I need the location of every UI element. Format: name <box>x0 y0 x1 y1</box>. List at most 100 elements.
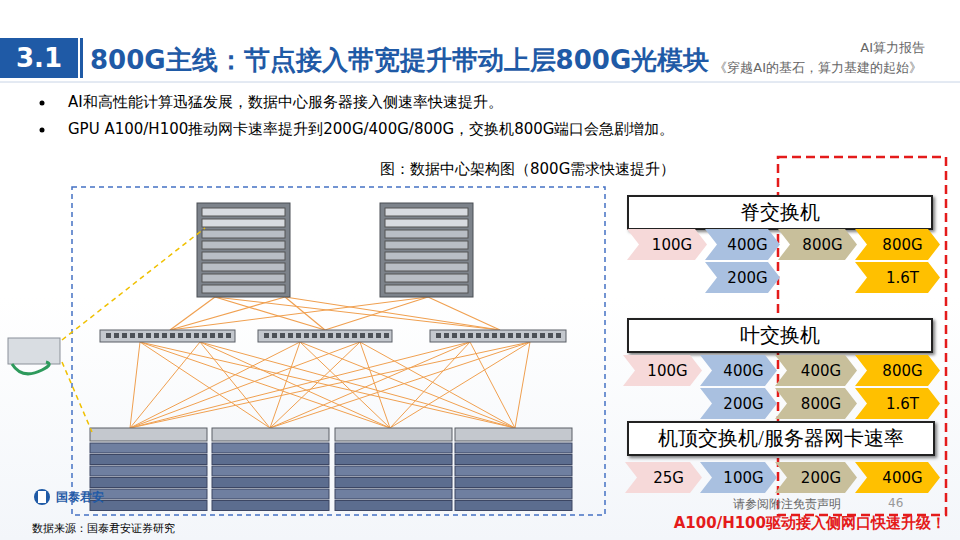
server-unit <box>212 501 329 511</box>
switch-port <box>264 333 269 338</box>
node-text: 200G <box>801 469 841 487</box>
switch-port <box>352 333 357 338</box>
chassis-slot <box>385 285 468 293</box>
link-line <box>300 342 390 428</box>
link-line <box>130 342 360 428</box>
switch-port <box>476 333 481 338</box>
switch-port <box>368 333 373 338</box>
rate-chevron: 400G <box>855 462 940 493</box>
rate-chevron: 100G <box>700 462 777 493</box>
server-unit <box>90 443 207 453</box>
node-text: 叶交换机 <box>740 322 820 349</box>
switch-port <box>226 333 231 338</box>
chassis-slot <box>202 274 285 282</box>
switch-port <box>186 333 191 338</box>
node-text: 800G <box>882 362 922 380</box>
switch-port <box>492 333 497 338</box>
node-text: 200G <box>727 269 767 287</box>
switch-port <box>178 333 183 338</box>
node-text: 800G <box>882 236 922 254</box>
server-unit <box>455 466 572 476</box>
server-unit <box>335 478 452 488</box>
logo-text: 国泰君安 <box>56 489 104 506</box>
chevron-fill <box>775 462 857 493</box>
chevron-fill <box>623 355 702 386</box>
switch-port <box>138 333 143 338</box>
rate-chevron: 100G <box>627 229 707 260</box>
switch-port <box>288 333 293 338</box>
rate-chevron: 1.6T <box>855 262 940 293</box>
section-number: 3.1 <box>0 38 78 78</box>
link-line <box>270 342 300 428</box>
switch-port <box>130 333 135 338</box>
link-line <box>130 342 300 428</box>
tor-switch <box>90 428 207 441</box>
server-unit <box>212 443 329 453</box>
rate-chevron: 100G <box>623 355 702 386</box>
switch-port <box>548 333 553 338</box>
switch-port <box>360 333 365 338</box>
link-line <box>325 297 428 330</box>
switch-port <box>106 333 111 338</box>
rate-chevron: 200G <box>700 388 777 419</box>
server-unit <box>455 443 572 453</box>
figure-caption: 图：数据中心架构图（800G需求快速提升） <box>380 160 675 179</box>
switch-port <box>210 333 215 338</box>
spine-chassis <box>380 203 473 297</box>
server-unit <box>90 455 207 465</box>
rate-chevron: 800G <box>855 229 940 260</box>
switch-port <box>328 333 333 338</box>
chassis-slot <box>202 241 285 249</box>
chevron-fill <box>775 355 857 386</box>
tier-header: 机顶交换机/服务器网卡速率 <box>627 421 935 456</box>
rate-chevron: 1.6T <box>855 388 940 419</box>
chevron-fill <box>705 262 780 293</box>
node-text: 800G <box>801 395 841 413</box>
switch-port <box>484 333 489 338</box>
switch-port <box>344 333 349 338</box>
leader-line <box>62 228 205 340</box>
link-line <box>270 342 470 428</box>
switch-port <box>532 333 537 338</box>
switch-port <box>320 333 325 338</box>
switch-port <box>280 333 285 338</box>
switch-port <box>162 333 167 338</box>
chassis-slot <box>385 219 468 227</box>
fiber-loop <box>12 362 49 374</box>
server-unit <box>212 455 329 465</box>
server-unit <box>212 478 329 488</box>
rate-chevron: 400G <box>705 229 780 260</box>
chevron-fill <box>700 388 777 419</box>
chevron-fill <box>705 229 780 260</box>
logo-mark <box>34 489 50 505</box>
tor-switch <box>335 428 452 441</box>
switch-port <box>154 333 159 338</box>
tier-header: 叶交换机 <box>627 318 933 353</box>
switch-port <box>376 333 381 338</box>
link-line <box>170 297 428 330</box>
bullet-dot <box>40 128 45 133</box>
chassis-slot <box>385 208 468 216</box>
switch-port <box>272 333 277 338</box>
node-text: 400G <box>801 362 841 380</box>
server-unit <box>455 501 572 511</box>
link-line <box>140 342 515 428</box>
server-unit <box>335 455 452 465</box>
link-line <box>200 342 390 428</box>
chevron-fill <box>855 355 940 386</box>
switch-port <box>460 333 465 338</box>
server-unit <box>335 443 452 453</box>
rate-chevron: 800G <box>775 388 857 419</box>
switch-port <box>296 333 301 338</box>
tier-header: 脊交换机 <box>627 195 933 230</box>
switch-port <box>336 333 341 338</box>
report-tag: AI算力报告 <box>860 39 925 57</box>
slide-title: 800G主线：节点接入带宽提升带动上层800G光模块 <box>90 43 709 78</box>
switch-port <box>508 333 513 338</box>
link-line <box>270 342 530 428</box>
tor-switch <box>212 428 329 441</box>
optical-module <box>8 338 60 364</box>
link-line <box>215 297 500 330</box>
chassis-slot <box>385 263 468 271</box>
chevron-fill <box>625 462 702 493</box>
